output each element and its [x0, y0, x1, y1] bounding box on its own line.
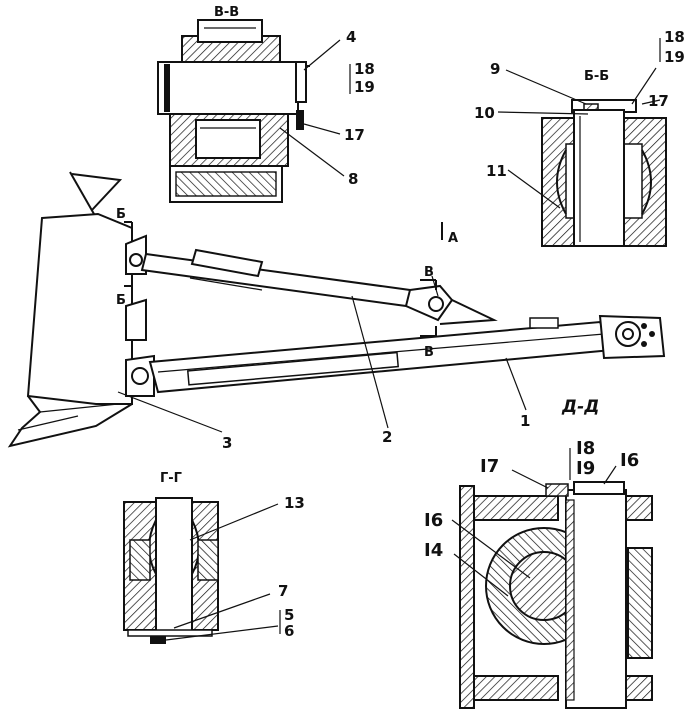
callout-main-1: 1 — [520, 412, 530, 430]
section-mark-a: А — [448, 231, 458, 246]
callout-bb-11: 11 — [486, 162, 507, 180]
section-dd-title: Д-Д — [561, 397, 599, 417]
callout-vv-8: 8 — [348, 170, 358, 188]
callout-bb-10: 10 — [474, 104, 495, 122]
callout-dd-16-top: I6 — [620, 450, 639, 471]
callout-gg-5: 5 — [284, 606, 294, 624]
callout-dd-16-side: I6 — [424, 510, 443, 531]
section-bb-title: Б-Б — [584, 69, 609, 84]
callout-main-3: 3 — [222, 434, 232, 452]
callout-bb-19: 19 — [664, 48, 685, 66]
callout-dd-18: I8 — [576, 438, 595, 459]
callout-gg-6: 6 — [284, 622, 294, 640]
section-dd-view: Д-Д I7 I8 I9 I6 I6 I4 — [424, 397, 653, 709]
section-gg-title: Г-Г — [160, 471, 182, 486]
callout-vv-17: 17 — [344, 126, 365, 144]
section-vv-title: В-В — [214, 5, 239, 20]
callout-gg-7: 7 — [278, 582, 288, 600]
section-mark-v-top: В — [424, 265, 434, 280]
callout-bb-18: 18 — [664, 28, 685, 46]
callout-bb-17: 17 — [648, 92, 669, 110]
main-assembly-view: Б Б В В А 1 2 3 — [7, 171, 666, 452]
section-mark-b-bottom: Б — [116, 293, 126, 308]
callout-main-2: 2 — [382, 428, 392, 446]
callout-gg-13: 13 — [284, 494, 305, 512]
callout-vv-4: 4 — [346, 28, 356, 46]
section-mark-b-top: Б — [116, 207, 126, 222]
section-bb-view: Б-Б 9 10 11 18 19 17 — [474, 28, 685, 247]
callout-vv-19: 19 — [354, 78, 375, 96]
callout-dd-19: I9 — [576, 458, 595, 479]
section-gg-view: Г-Г 13 7 5 6 — [123, 471, 305, 644]
section-mark-v-bottom: В — [424, 345, 434, 360]
callout-vv-18: 18 — [354, 60, 375, 78]
section-vv-view: В-В 4 18 19 17 8 — [157, 5, 375, 203]
callout-bb-9: 9 — [490, 60, 500, 78]
callout-dd-14: I4 — [424, 540, 443, 561]
callout-dd-17: I7 — [480, 456, 499, 477]
